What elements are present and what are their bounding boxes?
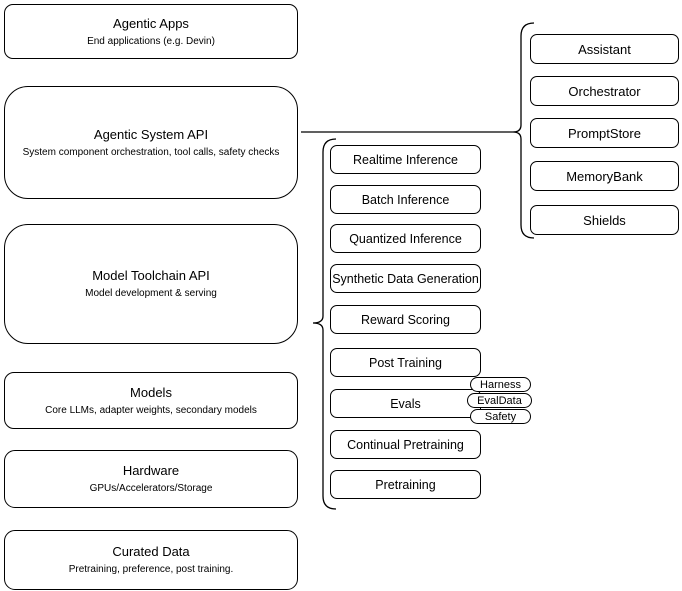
layer-box-hardware: Hardware GPUs/Accelerators/Storage: [4, 450, 298, 508]
box-label: PromptStore: [568, 125, 641, 141]
pill-label: EvalData: [477, 394, 522, 407]
box-label: Synthetic Data Generation: [332, 271, 479, 286]
components-brace: [512, 22, 535, 239]
pill-label: Harness: [480, 378, 521, 391]
box-label: Continual Pretraining: [347, 437, 464, 452]
box-assistant: Assistant: [530, 34, 679, 64]
box-promptstore: PromptStore: [530, 118, 679, 148]
box-evals: Evals: [330, 389, 481, 418]
pill-label: Safety: [484, 410, 517, 423]
box-label: MemoryBank: [566, 168, 643, 184]
layer-subtitle: Pretraining, preference, post training.: [68, 564, 234, 575]
box-label: Post Training: [369, 355, 442, 370]
layer-box-model-toolchain-api: Model Toolchain API Model development & …: [4, 224, 298, 344]
box-label: Assistant: [578, 41, 631, 57]
box-label: Pretraining: [375, 477, 436, 492]
layer-box-agentic-system-api: Agentic System API System component orch…: [4, 86, 298, 199]
layer-subtitle: End applications (e.g. Devin): [87, 35, 215, 47]
box-memorybank: MemoryBank: [530, 161, 679, 191]
box-batch-inference: Batch Inference: [330, 185, 481, 214]
layer-subtitle: Core LLMs, adapter weights, secondary mo…: [45, 404, 257, 416]
layer-title: Models: [130, 384, 172, 400]
layer-title: Model Toolchain API: [92, 268, 210, 283]
box-orchestrator: Orchestrator: [530, 76, 679, 106]
layer-subtitle: GPUs/Accelerators/Storage: [89, 483, 213, 494]
box-label: Shields: [583, 212, 626, 228]
layer-title: Curated Data: [112, 544, 190, 559]
box-pretraining: Pretraining: [330, 470, 481, 499]
layer-title: Hardware: [122, 463, 180, 478]
pill-safety: Safety: [470, 409, 531, 424]
layer-box-curated-data: Curated Data Pretraining, preference, po…: [4, 530, 298, 590]
box-continual-pretraining: Continual Pretraining: [330, 430, 481, 459]
box-label: Realtime Inference: [353, 152, 458, 167]
pill-evaldata: EvalData: [467, 393, 532, 408]
toolchain-brace: [312, 138, 337, 510]
box-label: Reward Scoring: [361, 312, 450, 327]
box-post-training: Post Training: [330, 348, 481, 377]
layer-subtitle: System component orchestration, tool cal…: [22, 146, 280, 158]
box-quantized-inference: Quantized Inference: [330, 224, 481, 253]
box-shields: Shields: [530, 205, 679, 235]
layer-title: Agentic System API: [93, 126, 209, 142]
box-label: Evals: [390, 396, 421, 411]
box-reward-scoring: Reward Scoring: [330, 305, 481, 334]
layer-subtitle: Model development & serving: [85, 288, 217, 299]
pill-harness: Harness: [470, 377, 531, 392]
layer-title: Agentic Apps: [113, 15, 189, 31]
box-label: Orchestrator: [568, 83, 641, 99]
layer-box-models: Models Core LLMs, adapter weights, secon…: [4, 372, 298, 429]
layer-box-agentic-apps: Agentic Apps End applications (e.g. Devi…: [4, 4, 298, 59]
box-label: Quantized Inference: [349, 231, 462, 246]
box-realtime-inference: Realtime Inference: [330, 145, 481, 174]
box-synthetic-data-generation: Synthetic Data Generation: [330, 264, 481, 293]
box-label: Batch Inference: [361, 192, 450, 207]
